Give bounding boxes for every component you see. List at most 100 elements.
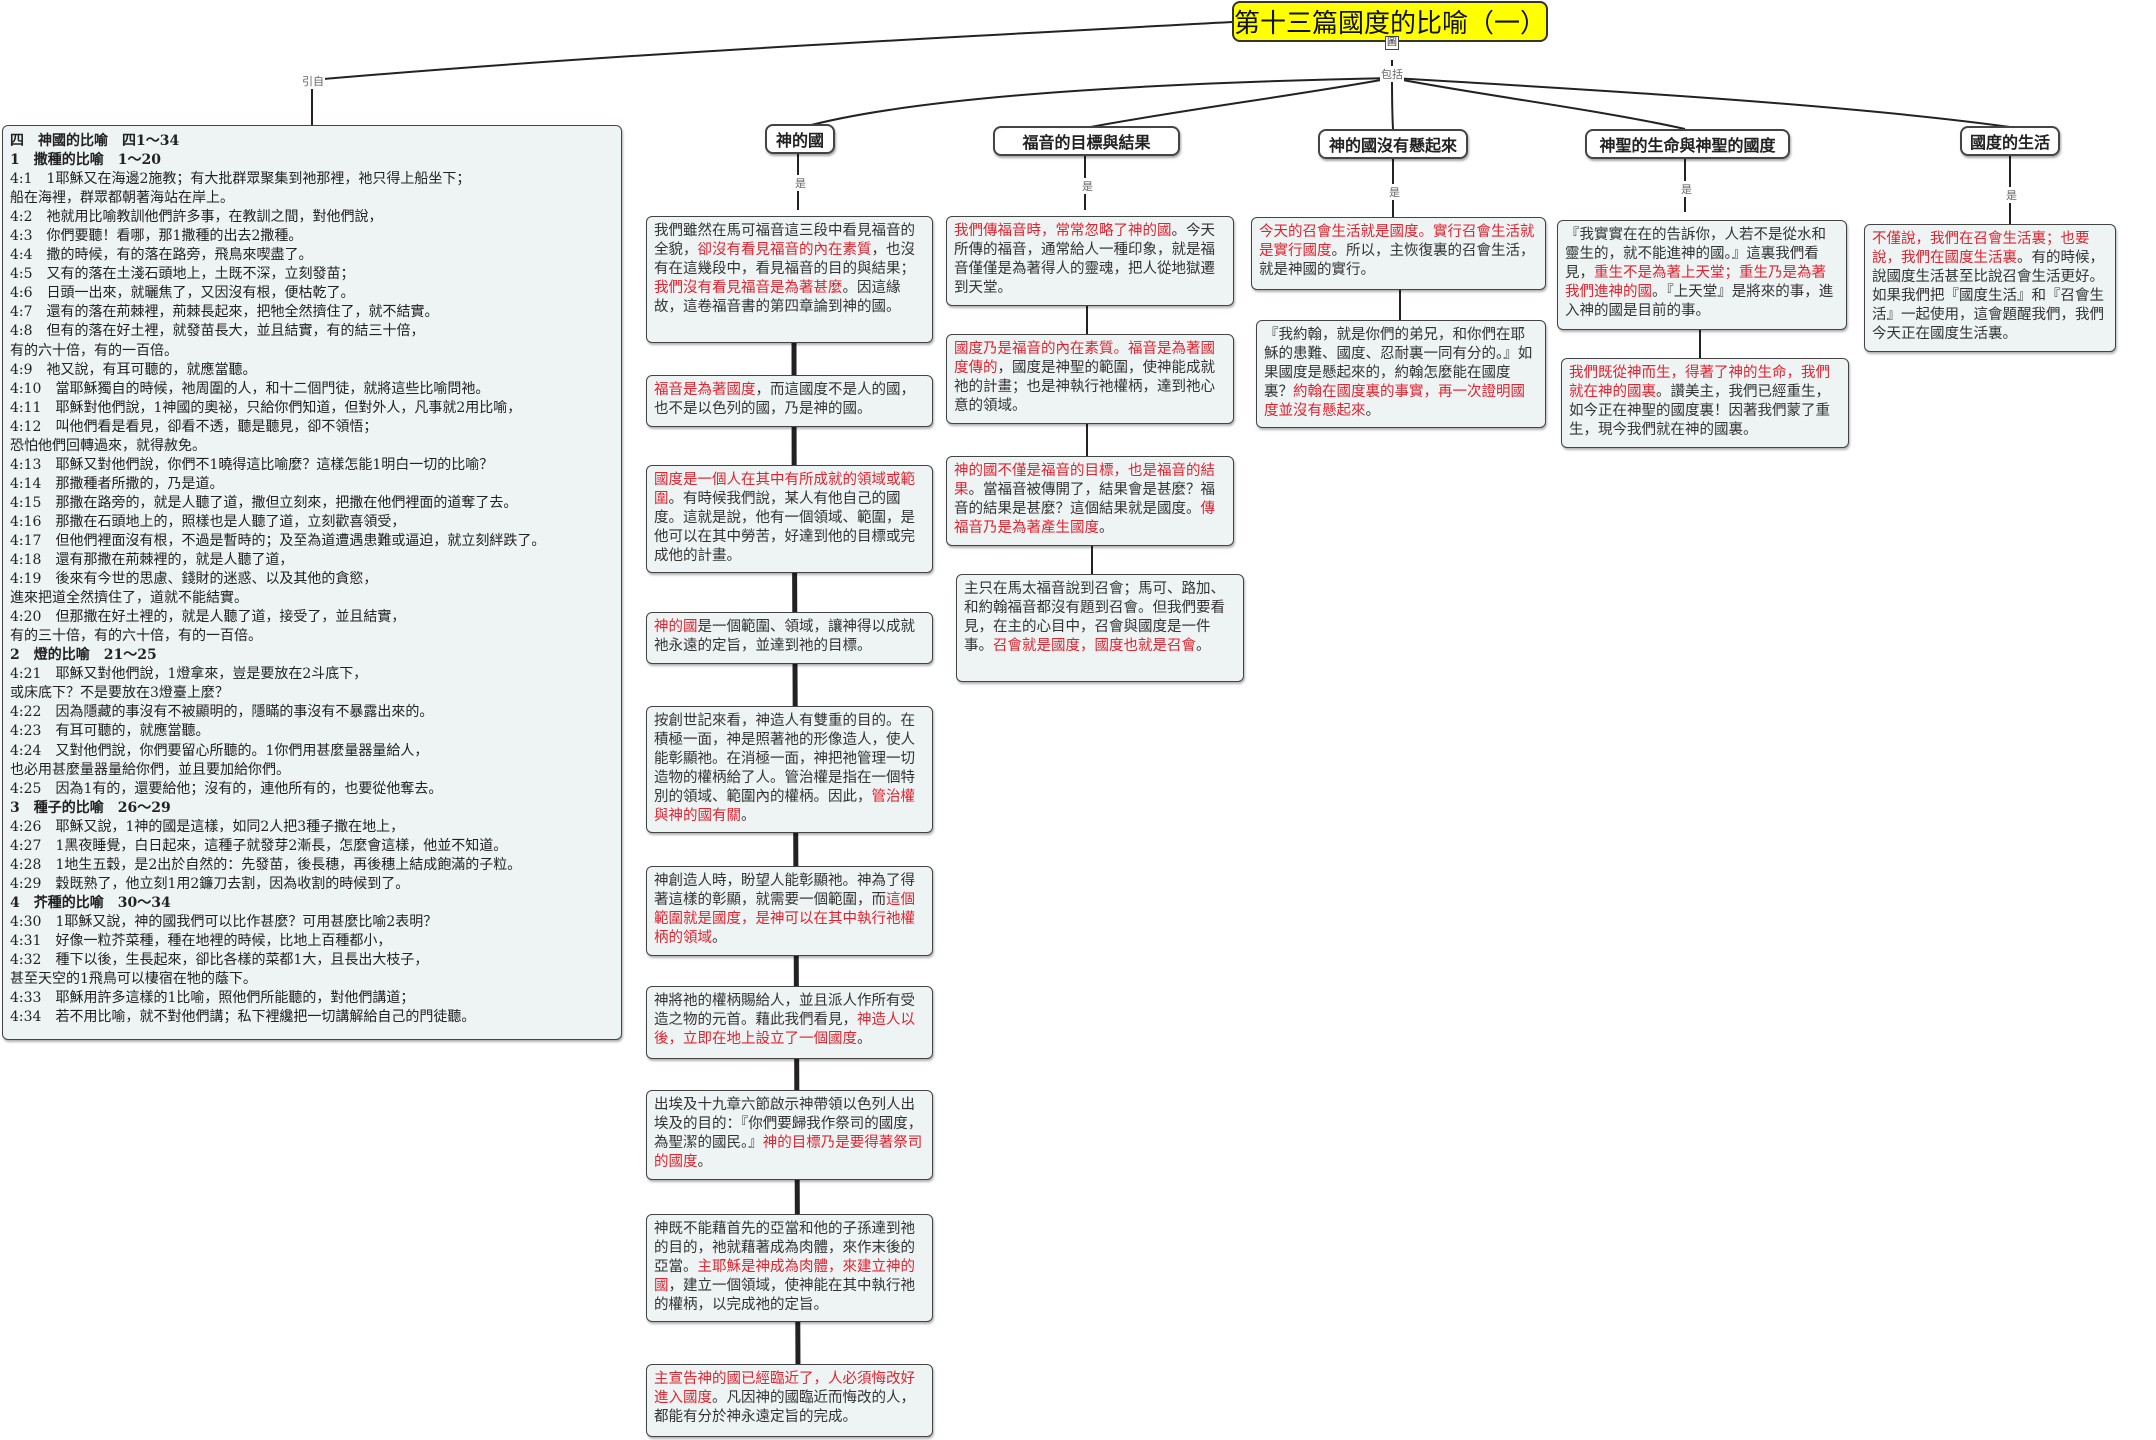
note-text: 主只在馬太福音說到召會；馬可、路加、和約翰福音都沒有題到召會。但我們要看見，在主… bbox=[964, 581, 1225, 654]
reference-line: 或床底下？不是要放在3燈臺上麼？ bbox=[10, 685, 229, 702]
note-text: ，國度是神聖的範圍，使神能成就祂的計畫；也是神執行祂權柄，達到祂心意的領域。 bbox=[954, 360, 1215, 414]
note-text: 。 bbox=[857, 1031, 872, 1047]
note-2[interactable]: 福音是為著國度，而這國度不是人的國，也不是以色列的國，乃是神的國。 bbox=[646, 375, 933, 427]
topic-gospel-goal-result[interactable]: 福音的目標與結果 bbox=[993, 126, 1180, 156]
reference-line: 船在海裡，群眾都朝著海站在岸上。 bbox=[10, 190, 234, 207]
reference-line: 4:18 還有那撒在荊棘裡的，就是人聽了道， bbox=[10, 552, 294, 569]
reference-line: 4:22 因為隱藏的事沒有不被顯明的，隱瞞的事沒有不暴露出來的。 bbox=[10, 704, 434, 721]
reference-line: 4:1 1耶穌又在海邊2施教；有大批群眾聚集到祂那裡，祂只得上船坐下； bbox=[10, 171, 471, 188]
highlight-text: 我們傳福音時，常常忽略了神的國 bbox=[954, 223, 1172, 239]
note-10[interactable]: 主宣告神的國已經臨近了，人必須悔改好進入國度。凡因神的國臨近而悔改的人，都能有分… bbox=[646, 1364, 933, 1437]
reference-line: 4:27 1黑夜睡覺，白日起來，這種子就發芽2漸長，怎麼會這樣，他並不知道。 bbox=[10, 837, 508, 854]
note-5[interactable]: 按創世記來看，神造人有雙重的目的。在積極一面，神是照著祂的形像造人，使人能彰顯祂… bbox=[646, 706, 933, 833]
note-8[interactable]: 出埃及十九章六節啟示神帶領以色列人出埃及的目的：『你們要歸我作祭司的國度，為聖潔… bbox=[646, 1090, 933, 1180]
note-19[interactable]: 不僅說，我們在召會生活裏；也要說，我們在國度生活裏。有的時候，說國度生活甚至比說… bbox=[1864, 224, 2116, 352]
reference-line: 4:17 但他們裡面沒有根，不過是暫時的；及至為道遭遇患難或逼迫，就立刻絆跌了。 bbox=[10, 532, 546, 549]
topic-kingdom-not-suspended[interactable]: 神的國沒有懸起來 bbox=[1318, 129, 1468, 159]
reference-line: 4:20 但那撒在好土裡的，就是人聽了道，接受了，並且結實， bbox=[10, 609, 406, 626]
note-text: 。今天所傳的福音，通常給人一種印象，就是福音僅僅是為著得人的靈魂，把人從地獄遷到… bbox=[954, 223, 1215, 296]
topic-kingdom-of-god[interactable]: 神的國 bbox=[765, 124, 835, 154]
reference-line: 4:31 好像一粒芥菜種，種在地裡的時候，比地上百種都小， bbox=[10, 932, 392, 949]
topic-kingdom-life[interactable]: 國度的生活 bbox=[1960, 126, 2060, 156]
reference-line: 4:19 後來有今世的思慮、錢財的迷惑、以及其他的貪慾， bbox=[10, 571, 378, 588]
highlight-text: 國度是一個人在其中有所成就的領域或範圍 bbox=[654, 472, 915, 507]
note-12[interactable]: 國度乃是福音的內在素質。福音是為著國度傳的，國度是神聖的範圍，使神能成就祂的計畫… bbox=[946, 334, 1234, 424]
note-text: 。 bbox=[1099, 520, 1114, 536]
note-4[interactable]: 神的國是一個範圍、領域，讓神得以成就祂永遠的定旨，並達到祂的目標。 bbox=[646, 612, 933, 664]
expand-icon[interactable]: 圖 bbox=[1385, 36, 1399, 50]
note-text: 。凡因神的國臨近而悔改的人，都能有分於神永遠定旨的完成。 bbox=[654, 1390, 915, 1425]
note-text: ，而這國度不是人的國，也不是以色列的國，乃是神的國。 bbox=[654, 382, 915, 417]
note-11[interactable]: 我們傳福音時，常常忽略了神的國。今天所傳的福音，通常給人一種印象，就是福音僅僅是… bbox=[946, 216, 1234, 306]
highlight-text: 我們既從神而生，得著了神的生命，我們就在神的國裏 bbox=[1569, 365, 1830, 400]
highlight-text: 今天的召會生活就是國度。實行召會生活就是實行國度 bbox=[1259, 224, 1535, 259]
reference-line: 4:13 耶穌又對他們說，你們不1曉得這比喻麼？這樣怎能1明白一切的比喻？ bbox=[10, 456, 494, 473]
note-7[interactable]: 神將祂的權柄賜給人，並且派人作所有受造之物的元首。藉此我們看見，神造人以後，立即… bbox=[646, 986, 933, 1059]
reference-line: 有的六十倍，有的一百倍。 bbox=[10, 342, 178, 359]
reference-line: 2 燈的比喻 21～25 bbox=[10, 647, 157, 664]
highlight-text: 我們沒有看見福音是為著甚麼 bbox=[654, 280, 843, 296]
note-text: 。『上天堂』是將來的事，進入神的國是目前的事。 bbox=[1565, 284, 1834, 319]
reference-line: 4:9 祂又說，有耳可聽的，就應當聽。 bbox=[10, 361, 257, 378]
reference-line: 4:11 耶穌對他們說，1神國的奧祕，只給你們知道，但對外人，凡事就2用比喻， bbox=[10, 399, 522, 416]
highlight-text: 管治權與神的國有關 bbox=[654, 789, 915, 824]
reference-line: 甚至天空的1飛鳥可以棲宿在牠的蔭下。 bbox=[10, 971, 257, 988]
reference-line: 3 種子的比喻 26～29 bbox=[10, 799, 171, 816]
note-16[interactable]: 『我約翰，就是你們的弟兄，和你們在耶穌的患難、國度、忍耐裏一同有分的。』如果國度… bbox=[1256, 320, 1546, 428]
note-3[interactable]: 國度是一個人在其中有所成就的領域或範圍。有時候我們說，某人有他自己的國度。這就是… bbox=[646, 465, 933, 573]
is-label-5: 是 bbox=[2005, 187, 2018, 203]
scripture-reference-box[interactable]: 四 神國的比喻 四1～34 1 撒種的比喻 1～20 4:1 1耶穌又在海邊2施教；… bbox=[2, 125, 622, 1040]
reference-line: 4:25 因為1有的，還要給他；沒有的，連他所有的，也要從他奪去。 bbox=[10, 780, 443, 797]
highlight-text: 國度乃是福音的內在素質。福音是為著國度傳的 bbox=[954, 341, 1215, 376]
note-1[interactable]: 我們雖然在馬可福音這三段中看見福音的全貌，卻沒有看見福音的內在素質，也沒有在這幾… bbox=[646, 216, 933, 343]
highlight-text: 神的國 bbox=[654, 619, 698, 635]
reference-line: 4:5 又有的落在土淺石頭地上，土既不深，立刻發苗； bbox=[10, 266, 355, 283]
cite-label: 引自 bbox=[301, 73, 325, 89]
highlight-text: 主宣告神的國已經臨近了，人必須悔改好進入國度 bbox=[654, 1371, 915, 1406]
reference-line: 進來把道全然擠住了，道就不能結實。 bbox=[10, 590, 248, 607]
highlight-text: 這個範圍就是國度，是神可以在其中執行祂權柄的領域 bbox=[654, 892, 915, 946]
reference-line: 1 撒種的比喻 1～20 bbox=[10, 152, 161, 169]
reference-line: 也必用甚麼量器量給你們，並且要加給你們。 bbox=[10, 761, 290, 778]
reference-line: 4:28 1地生五穀，是2出於自然的：先發苗，後長穗，再後穗上結成飽滿的子粒。 bbox=[10, 856, 522, 873]
highlight-text: 神的國不僅是福音的目標，也是福音的結果 bbox=[954, 463, 1215, 498]
reference-line: 四 神國的比喻 四1～34 bbox=[10, 133, 180, 149]
reference-line: 4:15 那撒在路旁的，就是人聽了道，撒但立刻來，把撒在他們裡面的道奪了去。 bbox=[10, 494, 518, 511]
note-13[interactable]: 神的國不僅是福音的目標，也是福音的結果。當福音被傳開了，結果會是甚麼？福音的結果… bbox=[946, 456, 1234, 546]
includes-label: 包括 bbox=[1380, 66, 1404, 82]
reference-line: 4:24 又對他們說，你們要留心所聽的。1你們用甚麼量器量給人， bbox=[10, 742, 429, 759]
reference-line: 4:29 穀既熟了，他立刻1用2鐮刀去割，因為收割的時候到了。 bbox=[10, 875, 410, 892]
highlight-text: 福音是為著國度 bbox=[654, 382, 756, 398]
note-text: 神將祂的權柄賜給人，並且派人作所有受造之物的元首。藉此我們看見， bbox=[654, 993, 915, 1028]
note-text: 是一個範圍、領域，讓神得以成就祂永遠的定旨，並達到祂的目標。 bbox=[654, 619, 915, 654]
reference-line: 4:14 那撒種者所撒的，乃是道。 bbox=[10, 475, 224, 492]
note-text: 。所以，主恢復裏的召會生活，就是神國的實行。 bbox=[1259, 243, 1535, 278]
note-text: 神創造人時，盼望人能彰顯祂。神為了得著這樣的彰顯，就需要一個範圍，而 bbox=[654, 873, 915, 908]
note-text: ，也沒有在這幾段中，看見福音的目的與結果； bbox=[654, 242, 915, 277]
reference-line: 4:30 1耶穌又說，神的國我們可以比作甚麼？可用甚麼比喻2表明？ bbox=[10, 913, 438, 930]
highlight-text: 主耶穌是神成為肉體，來建立神的國 bbox=[654, 1259, 915, 1294]
reference-line: 4:23 有耳可聽的，就應當聽。 bbox=[10, 723, 210, 740]
note-14[interactable]: 主只在馬太福音說到召會；馬可、路加、和約翰福音都沒有題到召會。但我們要看見，在主… bbox=[956, 574, 1244, 682]
topic-divine-life-kingdom[interactable]: 神聖的生命與神聖的國度 bbox=[1585, 129, 1790, 159]
highlight-text: 神的目標乃是要得著祭司的國度 bbox=[654, 1135, 923, 1170]
note-text: 。當福音被傳開了，結果會是甚麼？福音的結果是甚麼？這個結果就是國度。 bbox=[954, 482, 1215, 517]
reference-line: 4:7 還有的落在荊棘裡，荊棘長起來，把牠全然擠住了，就不結實。 bbox=[10, 304, 439, 321]
highlight-text: 重生不是為著上天堂；重生乃是為著我們進神的國 bbox=[1565, 265, 1826, 300]
note-text: 。 bbox=[1196, 638, 1211, 654]
note-6[interactable]: 神創造人時，盼望人能彰顯祂。神為了得著這樣的彰顯，就需要一個範圍，而這個範圍就是… bbox=[646, 866, 933, 956]
note-17[interactable]: 『我實實在在的告訴你，人若不是從水和靈生的，就不能進神的國。』這裏我們看見，重生… bbox=[1557, 220, 1847, 330]
reference-line: 4:4 撒的時候，有的落在路旁，飛鳥來喫盡了。 bbox=[10, 247, 313, 264]
note-text: 。因這緣故，這卷福音書的第四章論到神的國。 bbox=[654, 280, 901, 315]
note-15[interactable]: 今天的召會生活就是國度。實行召會生活就是實行國度。所以，主恢復裏的召會生活，就是… bbox=[1251, 217, 1546, 290]
note-9[interactable]: 神既不能藉首先的亞當和他的子孫達到祂的目的，祂就藉著成為肉體，來作末後的亞當。主… bbox=[646, 1214, 933, 1322]
is-label-1: 是 bbox=[794, 175, 807, 191]
highlight-text: 神造人以後，立即在地上設立了一個國度 bbox=[654, 1012, 915, 1047]
is-label-2: 是 bbox=[1081, 178, 1094, 194]
note-18[interactable]: 我們既從神而生，得著了神的生命，我們就在神的國裏。讚美主，我們已經重生，如今正在… bbox=[1561, 358, 1849, 448]
note-text: 『我約翰，就是你們的弟兄，和你們在耶穌的患難、國度、忍耐裏一同有分的。』如果國度… bbox=[1264, 327, 1533, 400]
reference-line: 4:12 叫他們看是看見，卻看不透，聽是聽見，卻不領悟； bbox=[10, 418, 378, 435]
highlight-text: 卻沒有看見福音的內在素質 bbox=[697, 242, 872, 258]
reference-line: 4:16 那撒在石頭地上的，照樣也是人聽了道，立刻歡喜領受， bbox=[10, 513, 406, 530]
highlight-text: 約翰在國度裏的事實，再一次證明國度並沒有懸起來 bbox=[1264, 384, 1525, 419]
